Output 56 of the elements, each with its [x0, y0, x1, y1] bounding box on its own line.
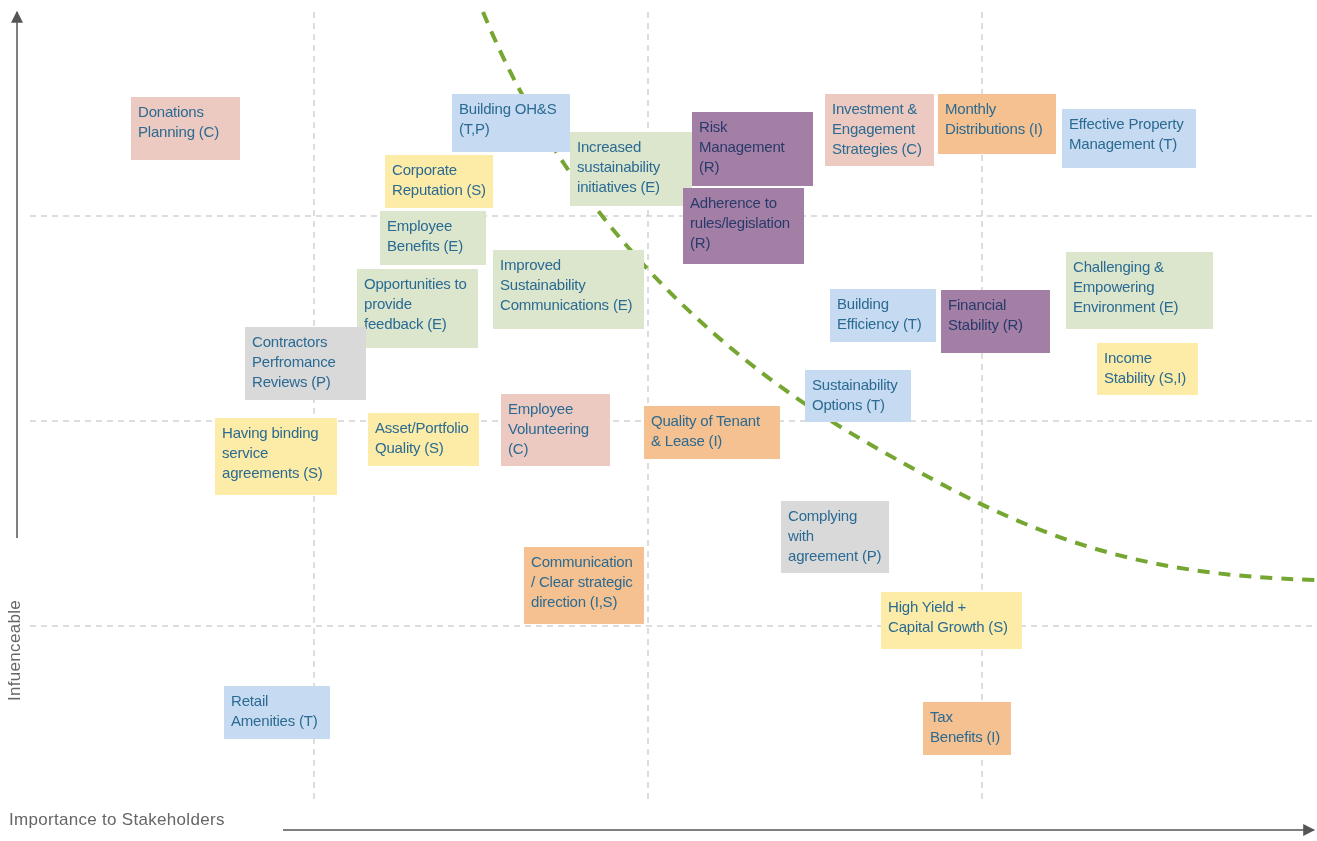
sticky-note: [357, 269, 478, 348]
note-text: Increased sustainability initiatives (E): [577, 137, 662, 197]
sticky-note: [805, 370, 911, 422]
note-text: Sustainability Options (T): [812, 375, 899, 415]
sticky-note: [452, 94, 570, 152]
sticky-note: [683, 188, 804, 264]
note-text: Contractors Perfromance Reviews (P): [252, 332, 337, 392]
sticky-note: [825, 94, 934, 166]
sticky-note: [215, 418, 337, 495]
sticky-note: [385, 155, 493, 208]
note-text: Adherence to rules/legislation (R): [690, 193, 791, 253]
sticky-note: [524, 547, 644, 624]
note-text: Corporate Reputation (S): [392, 160, 486, 200]
sticky-note: [493, 250, 644, 329]
sticky-note: [881, 592, 1022, 649]
note-text: Building OH&S (T,P): [459, 99, 558, 139]
axis-label: Importance to Stakeholders: [9, 810, 225, 830]
note-text: Asset/Portfolio Quality (S): [375, 418, 470, 458]
sticky-note: [644, 406, 780, 459]
note-text: Donations Planning (C): [138, 102, 220, 142]
note-text: Opportunities to provide feedback (E): [364, 274, 468, 334]
note-text: Tax Benefits (I): [930, 707, 1002, 747]
note-text: Financial Stability (R): [948, 295, 1024, 335]
sticky-note: [245, 327, 366, 400]
note-text: Having binding service agreements (S): [222, 423, 324, 483]
sticky-note: [692, 112, 813, 186]
sticky-note: [368, 413, 479, 466]
note-text: High Yield + Capital Growth (S): [888, 597, 1009, 637]
note-text: Risk Management (R): [699, 117, 786, 177]
note-text: Employee Benefits (E): [387, 216, 464, 256]
sticky-note: [570, 132, 692, 206]
note-text: Retail Amenities (T): [231, 691, 319, 731]
note-text: Income Stability (S,I): [1104, 348, 1188, 388]
sticky-note: [923, 702, 1011, 755]
sticky-note: [830, 289, 936, 342]
note-text: Quality of Tenant & Lease (I): [651, 411, 761, 451]
sticky-note: [224, 686, 330, 739]
sticky-note: [380, 211, 486, 265]
sticky-note: [781, 501, 889, 573]
sticky-note: [1066, 252, 1213, 329]
sticky-note: [938, 94, 1056, 154]
axis-label: Infuenceable: [5, 600, 25, 703]
note-text: Employee Volunteering (C): [508, 399, 590, 459]
note-text: Effective Property Management (T): [1069, 114, 1185, 154]
note-text: Investment & Engagement Strategies (C): [832, 99, 923, 159]
note-text: Building Efficiency (T): [837, 294, 923, 334]
sticky-note: [501, 394, 610, 466]
sticky-note: [131, 97, 240, 160]
note-text: Improved Sustainability Communications (E): [500, 255, 634, 315]
sticky-note: [1097, 343, 1198, 395]
sticky-note: [1062, 109, 1196, 168]
sticky-note: [941, 290, 1050, 353]
note-text: Complying with agreement (P): [788, 506, 882, 566]
note-text: Monthly Distributions (I): [945, 99, 1044, 139]
note-text: Communication / Clear strategic direction (I,S): [531, 552, 634, 612]
note-text: Challenging & Empowering Environment (E): [1073, 257, 1180, 317]
